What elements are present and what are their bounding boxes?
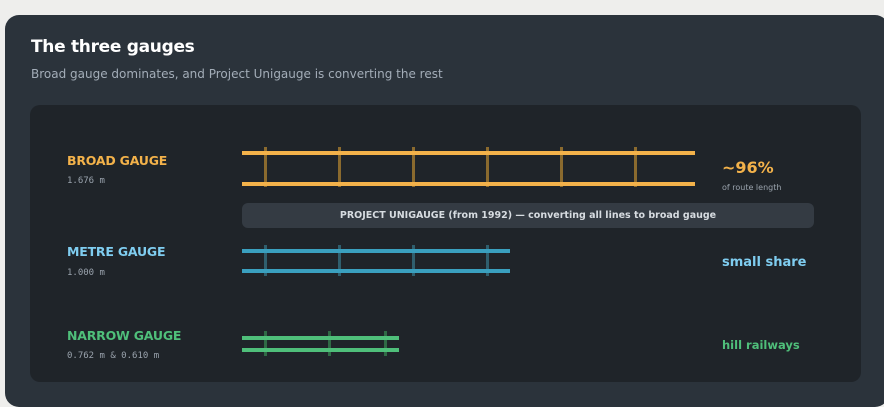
metre-gauge-rail-bottom [242,269,510,273]
unigauge-banner: PROJECT UNIGAUGE (from 1992) — convertin… [242,203,814,228]
broad-gauge-rail-bottom [242,182,695,186]
card-title: The three gauges [31,37,195,57]
narrow-gauge-name: NARROW GAUGE [67,328,182,343]
narrow-gauge-size: 0.762 m & 0.610 m [67,351,160,361]
narrow-gauge-sleepers [264,331,387,356]
broad-gauge-track [242,147,695,187]
narrow-gauge-rail-top [242,336,399,340]
metre-gauge-rail-top [242,249,510,253]
metre-gauge-name: METRE GAUGE [67,244,166,259]
gauges-card: The three gauges Broad gauge dominates, … [5,15,884,407]
broad-gauge-share: ~96% [722,158,774,177]
broad-gauge-rail-top [242,151,695,155]
broad-gauge-size: 1.676 m [67,176,105,186]
narrow-gauge-rail-bottom [242,348,399,352]
metre-gauge-size: 1.000 m [67,268,105,278]
broad-gauge-name: BROAD GAUGE [67,153,168,168]
card-subtitle: Broad gauge dominates, and Project Uniga… [31,67,443,81]
metre-gauge-track [242,245,510,276]
metre-gauge-sleepers [264,245,489,276]
gauges-panel: BROAD GAUGE 1.676 m ~96% of route length… [30,105,861,382]
broad-gauge-sleepers [264,147,637,187]
metre-gauge-share: small share [722,255,807,270]
narrow-gauge-track [242,331,399,356]
narrow-gauge-share: hill railways [722,338,800,352]
broad-gauge-share-note: of route length [722,183,782,192]
